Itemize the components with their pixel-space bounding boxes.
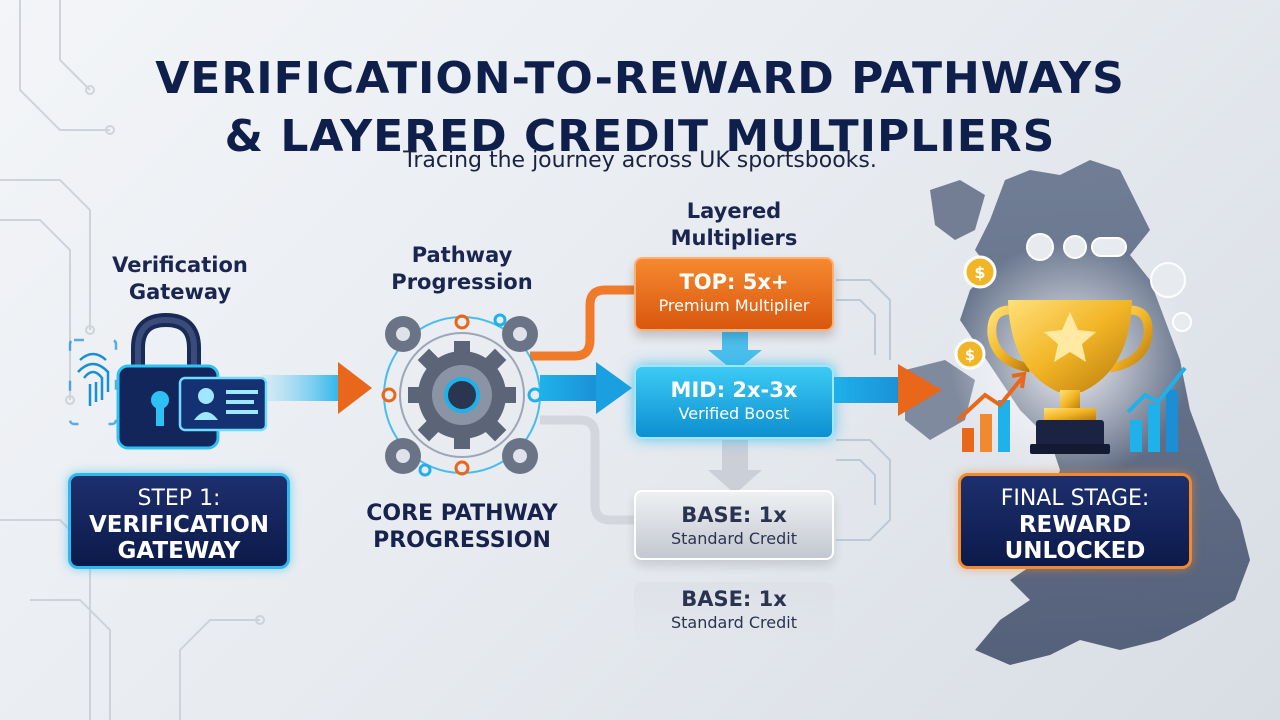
tier-base-reflection-title: BASE: 1x	[681, 587, 787, 611]
pathway-caption-line1: CORE PATHWAY	[366, 501, 558, 526]
connector-to-base	[540, 415, 636, 525]
network-icons	[1026, 233, 1192, 332]
final-title-line1: REWARD	[1018, 512, 1132, 538]
gear-cluster-icon	[381, 313, 543, 477]
tier-base-subtitle: Standard Credit	[671, 529, 797, 548]
arrow-top-to-mid	[708, 332, 762, 372]
tier-mid-title: MID: 2x-3x	[670, 378, 798, 402]
step-1-title-line1: VERIFICATION	[89, 512, 269, 538]
arrow-mid-to-base	[708, 440, 762, 494]
tier-mid-subtitle: Verified Boost	[678, 404, 790, 423]
tier-base-reflection: BASE: 1x Standard Credit	[634, 582, 834, 642]
coin-icon: $ $	[954, 255, 997, 370]
title-line-1: VERIFICATION-TO-REWARD PATHWAYS	[155, 53, 1125, 104]
verification-heading-line1: Verification	[112, 253, 248, 277]
tier-mid: MID: 2x-3x Verified Boost	[634, 365, 834, 439]
svg-text:$: $	[965, 346, 975, 364]
multipliers-heading-line1: Layered	[686, 199, 782, 223]
page-subtitle: Tracing the journey across UK sportsbook…	[403, 148, 877, 173]
tier-top: TOP: 5x+ Premium Multiplier	[634, 257, 834, 331]
tier-base-title: BASE: 1x	[681, 503, 787, 527]
tier-top-title: TOP: 5x+	[679, 270, 789, 294]
multipliers-heading: Layered Multipliers	[634, 198, 834, 252]
tier-circuit-lines	[836, 279, 891, 541]
connector-to-top	[530, 285, 636, 361]
verification-heading-line2: Gateway	[128, 280, 232, 304]
fingerprint-icon	[68, 338, 118, 426]
tier-top-subtitle: Premium Multiplier	[658, 296, 810, 315]
arrow-verification-to-pathway	[262, 362, 372, 414]
page-title: VERIFICATION-TO-REWARD PATHWAYS & LAYERE…	[0, 50, 1280, 166]
svg-text:$: $	[974, 263, 985, 282]
title-line-2: & LAYERED CREDIT MULTIPLIERS	[224, 111, 1056, 162]
pathway-caption: CORE PATHWAY PROGRESSION	[342, 500, 582, 554]
step-1-label: STEP 1:	[137, 486, 221, 511]
pathway-heading-line1: Pathway	[411, 243, 513, 267]
id-card-icon	[178, 376, 268, 432]
step-1-box: STEP 1: VERIFICATION GATEWAY	[68, 473, 290, 569]
pathway-caption-line2: PROGRESSION	[373, 528, 551, 553]
final-stage-box: FINAL STAGE: REWARD UNLOCKED	[958, 473, 1192, 569]
arrow-pathway-to-mid	[540, 362, 632, 414]
tier-base: BASE: 1x Standard Credit	[634, 490, 834, 560]
multipliers-heading-line2: Multipliers	[670, 226, 798, 250]
arrow-mid-to-reward	[834, 364, 942, 416]
trophy-icon	[987, 300, 1153, 454]
bar-chart-icon	[956, 366, 1187, 452]
tier-base-reflection-subtitle: Standard Credit	[671, 613, 797, 632]
pathway-heading-line2: Progression	[391, 270, 533, 294]
final-stage-label: FINAL STAGE:	[1000, 486, 1150, 511]
verification-heading: Verification Gateway	[80, 252, 280, 306]
step-1-title-line2: GATEWAY	[117, 538, 241, 564]
pathway-heading: Pathway Progression	[362, 242, 562, 296]
final-title-line2: UNLOCKED	[1004, 538, 1146, 564]
